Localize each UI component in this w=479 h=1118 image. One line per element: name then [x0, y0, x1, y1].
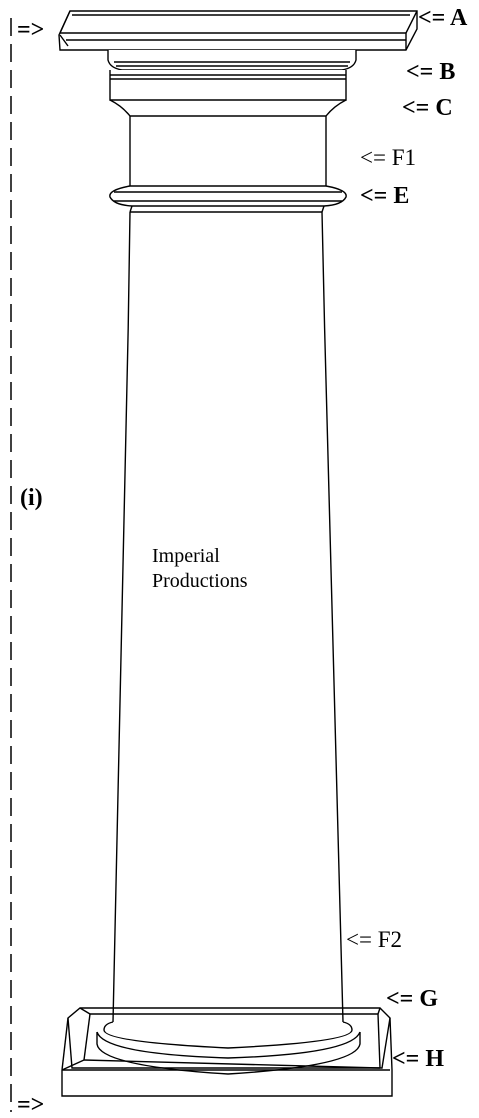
- upper-band: [109, 70, 347, 117]
- label-a: <= A: [418, 5, 468, 31]
- base-torus: [96, 1021, 361, 1075]
- label-e: <= E: [360, 183, 410, 209]
- label-f1: <= F1: [360, 145, 416, 170]
- label-c: <= C: [402, 95, 453, 121]
- label-g: <= G: [386, 986, 439, 1012]
- top-arrow-label: =>: [17, 17, 45, 43]
- label-b: <= B: [406, 59, 456, 85]
- column-neck: [129, 116, 327, 187]
- base-plinth: [61, 1007, 393, 1097]
- abacus-slab: [58, 10, 418, 51]
- bottom-arrow-label: =>: [17, 1092, 45, 1118]
- label-i: (i): [20, 485, 43, 511]
- astragal-ring: [109, 185, 347, 213]
- column-shaft: [112, 211, 344, 1023]
- label-h: <= H: [392, 1046, 445, 1072]
- label-f2: <= F2: [346, 927, 402, 952]
- watermark-text: Imperial Productions: [152, 544, 248, 594]
- watermark-line-1: Imperial: [152, 545, 220, 567]
- watermark-line-2: Productions: [152, 570, 248, 592]
- echinus-moulding: [107, 50, 357, 71]
